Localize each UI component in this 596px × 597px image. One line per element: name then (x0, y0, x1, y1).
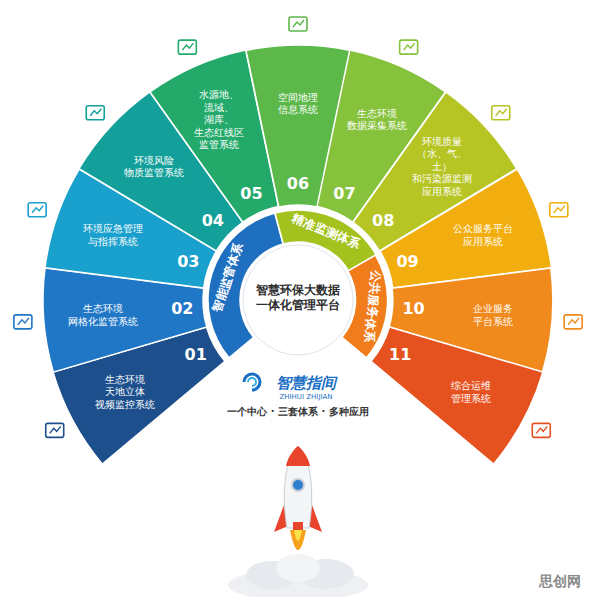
system-segment: 09 公众服务平台 应用系统 (380, 169, 551, 288)
callout-number: 06 (287, 174, 309, 194)
system-icon (564, 315, 582, 329)
callout-number: 08 (372, 211, 394, 231)
callout-number: 11 (389, 345, 411, 365)
logo-mark (244, 374, 260, 390)
platform-title: 智慧环保大数据 一体化管理平台 (254, 283, 343, 313)
system-segment: 11 综合运维 管理系统 (371, 327, 543, 464)
segment-label: 生态环境 网格化监管系统 (68, 303, 138, 328)
brand-name: 智慧指间 (276, 374, 336, 393)
callout-number: 01 (185, 345, 207, 365)
segment-label: 环境风险 物质监管系统 (124, 155, 184, 180)
callout-number: 02 (171, 299, 193, 319)
segment-label: 水源地、 流域、湖库、 生态红线区 监管系统 (194, 89, 244, 152)
system-icon (400, 40, 418, 54)
system-icon (492, 106, 510, 120)
segment-label: 企业服务 平台系统 (473, 303, 513, 328)
callout-number: 09 (396, 252, 418, 272)
segment-label: 生态环境 天地立体 视频监控系统 (95, 374, 155, 412)
system-icon (550, 203, 568, 217)
segment-label: 综合运维 管理系统 (451, 380, 491, 405)
system-icon (14, 315, 32, 329)
callout-number: 03 (177, 252, 199, 272)
brand-pinyin: ZHIHUI ZHIJIAN (279, 393, 332, 401)
center-platform: 智慧环保大数据 一体化管理平台 (243, 245, 353, 355)
slogan: 一个中心 · 三套体系 · 多种应用 (227, 405, 369, 419)
system-icon (178, 40, 196, 54)
segment-label: 空间地理 信息系统 (278, 92, 318, 117)
system-icon (289, 17, 307, 31)
system-icon (28, 203, 46, 217)
segment-label: 环境应急管理 与指挥系统 (83, 223, 143, 248)
rocket (228, 446, 368, 597)
system-icon (86, 106, 104, 120)
watermark: 思创网 (539, 573, 581, 591)
callout-number: 07 (333, 184, 355, 204)
callout-number: 05 (240, 184, 262, 204)
callout-number: 10 (402, 299, 424, 319)
system-icon (532, 423, 550, 437)
segment-label: 生态环境 数据采集系统 (347, 108, 407, 133)
callout-number: 04 (202, 211, 224, 231)
segment-label: 环境质量 （水、气、土） 和污染源监测 应用系统 (412, 136, 472, 199)
segment-label: 公众服务平台 应用系统 (453, 223, 513, 248)
system-icon (46, 423, 64, 437)
